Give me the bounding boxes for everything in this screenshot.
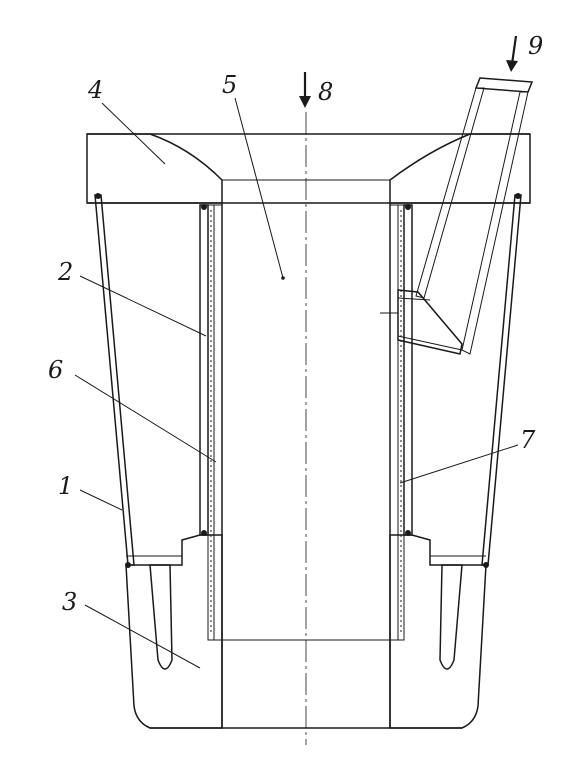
label-5: 5: [222, 71, 237, 99]
label-3: 3: [62, 588, 77, 616]
label-6: 6: [48, 356, 63, 384]
label-8: 8: [318, 78, 333, 106]
top-cover-ring: [86, 133, 531, 204]
label-7: 7: [520, 426, 536, 454]
label-1: 1: [58, 472, 73, 500]
inner-tube-walls: [199, 203, 413, 728]
leader-lines: [74, 97, 519, 669]
arrow-9-icon: [506, 35, 518, 72]
bottom-base: [125, 534, 487, 729]
arrow-8-icon: [299, 72, 311, 108]
label-2: 2: [57, 258, 73, 286]
outer-shell: [94, 193, 522, 568]
inlet-pipe: [380, 77, 534, 355]
label-9: 9: [528, 32, 543, 60]
label-4: 4: [87, 76, 103, 104]
